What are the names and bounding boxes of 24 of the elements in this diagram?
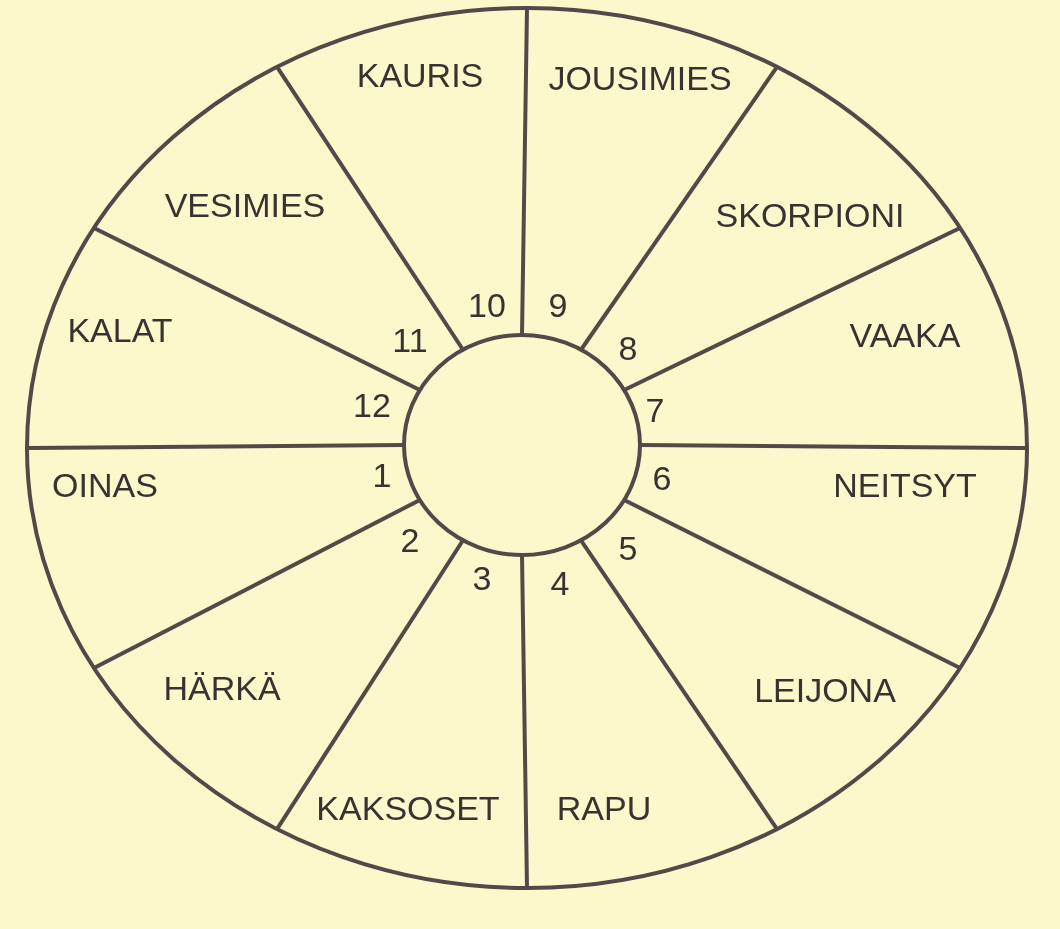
sector-number: 10	[468, 288, 506, 322]
sign-label: JOUSIMIES	[548, 61, 732, 95]
sector-number: 9	[548, 288, 568, 322]
sign-label: RAPU	[556, 791, 652, 825]
sign-label: KAURIS	[356, 58, 484, 92]
sector-number: 3	[472, 561, 492, 595]
sign-label: SKORPIONI	[715, 198, 905, 232]
sign-label: VAAKA	[849, 318, 961, 352]
sector-number: 7	[645, 393, 665, 427]
sector-number: 5	[618, 531, 638, 565]
sector-number: 12	[353, 388, 391, 422]
sign-label: VESIMIES	[164, 188, 326, 222]
sector-number: 6	[652, 461, 672, 495]
sign-label: KAKSOSET	[316, 791, 500, 825]
sign-label: HÄRKÄ	[163, 671, 281, 705]
sign-label: NEITSYT	[833, 468, 977, 502]
sign-label: OINAS	[52, 468, 158, 502]
sector-number: 2	[400, 523, 420, 557]
sign-label: KALAT	[67, 313, 173, 347]
sector-number: 8	[618, 331, 638, 365]
sign-label: LEIJONA	[754, 673, 896, 707]
sector-number: 11	[392, 323, 428, 357]
sector-number: 4	[550, 566, 570, 600]
sector-number: 1	[372, 458, 392, 492]
